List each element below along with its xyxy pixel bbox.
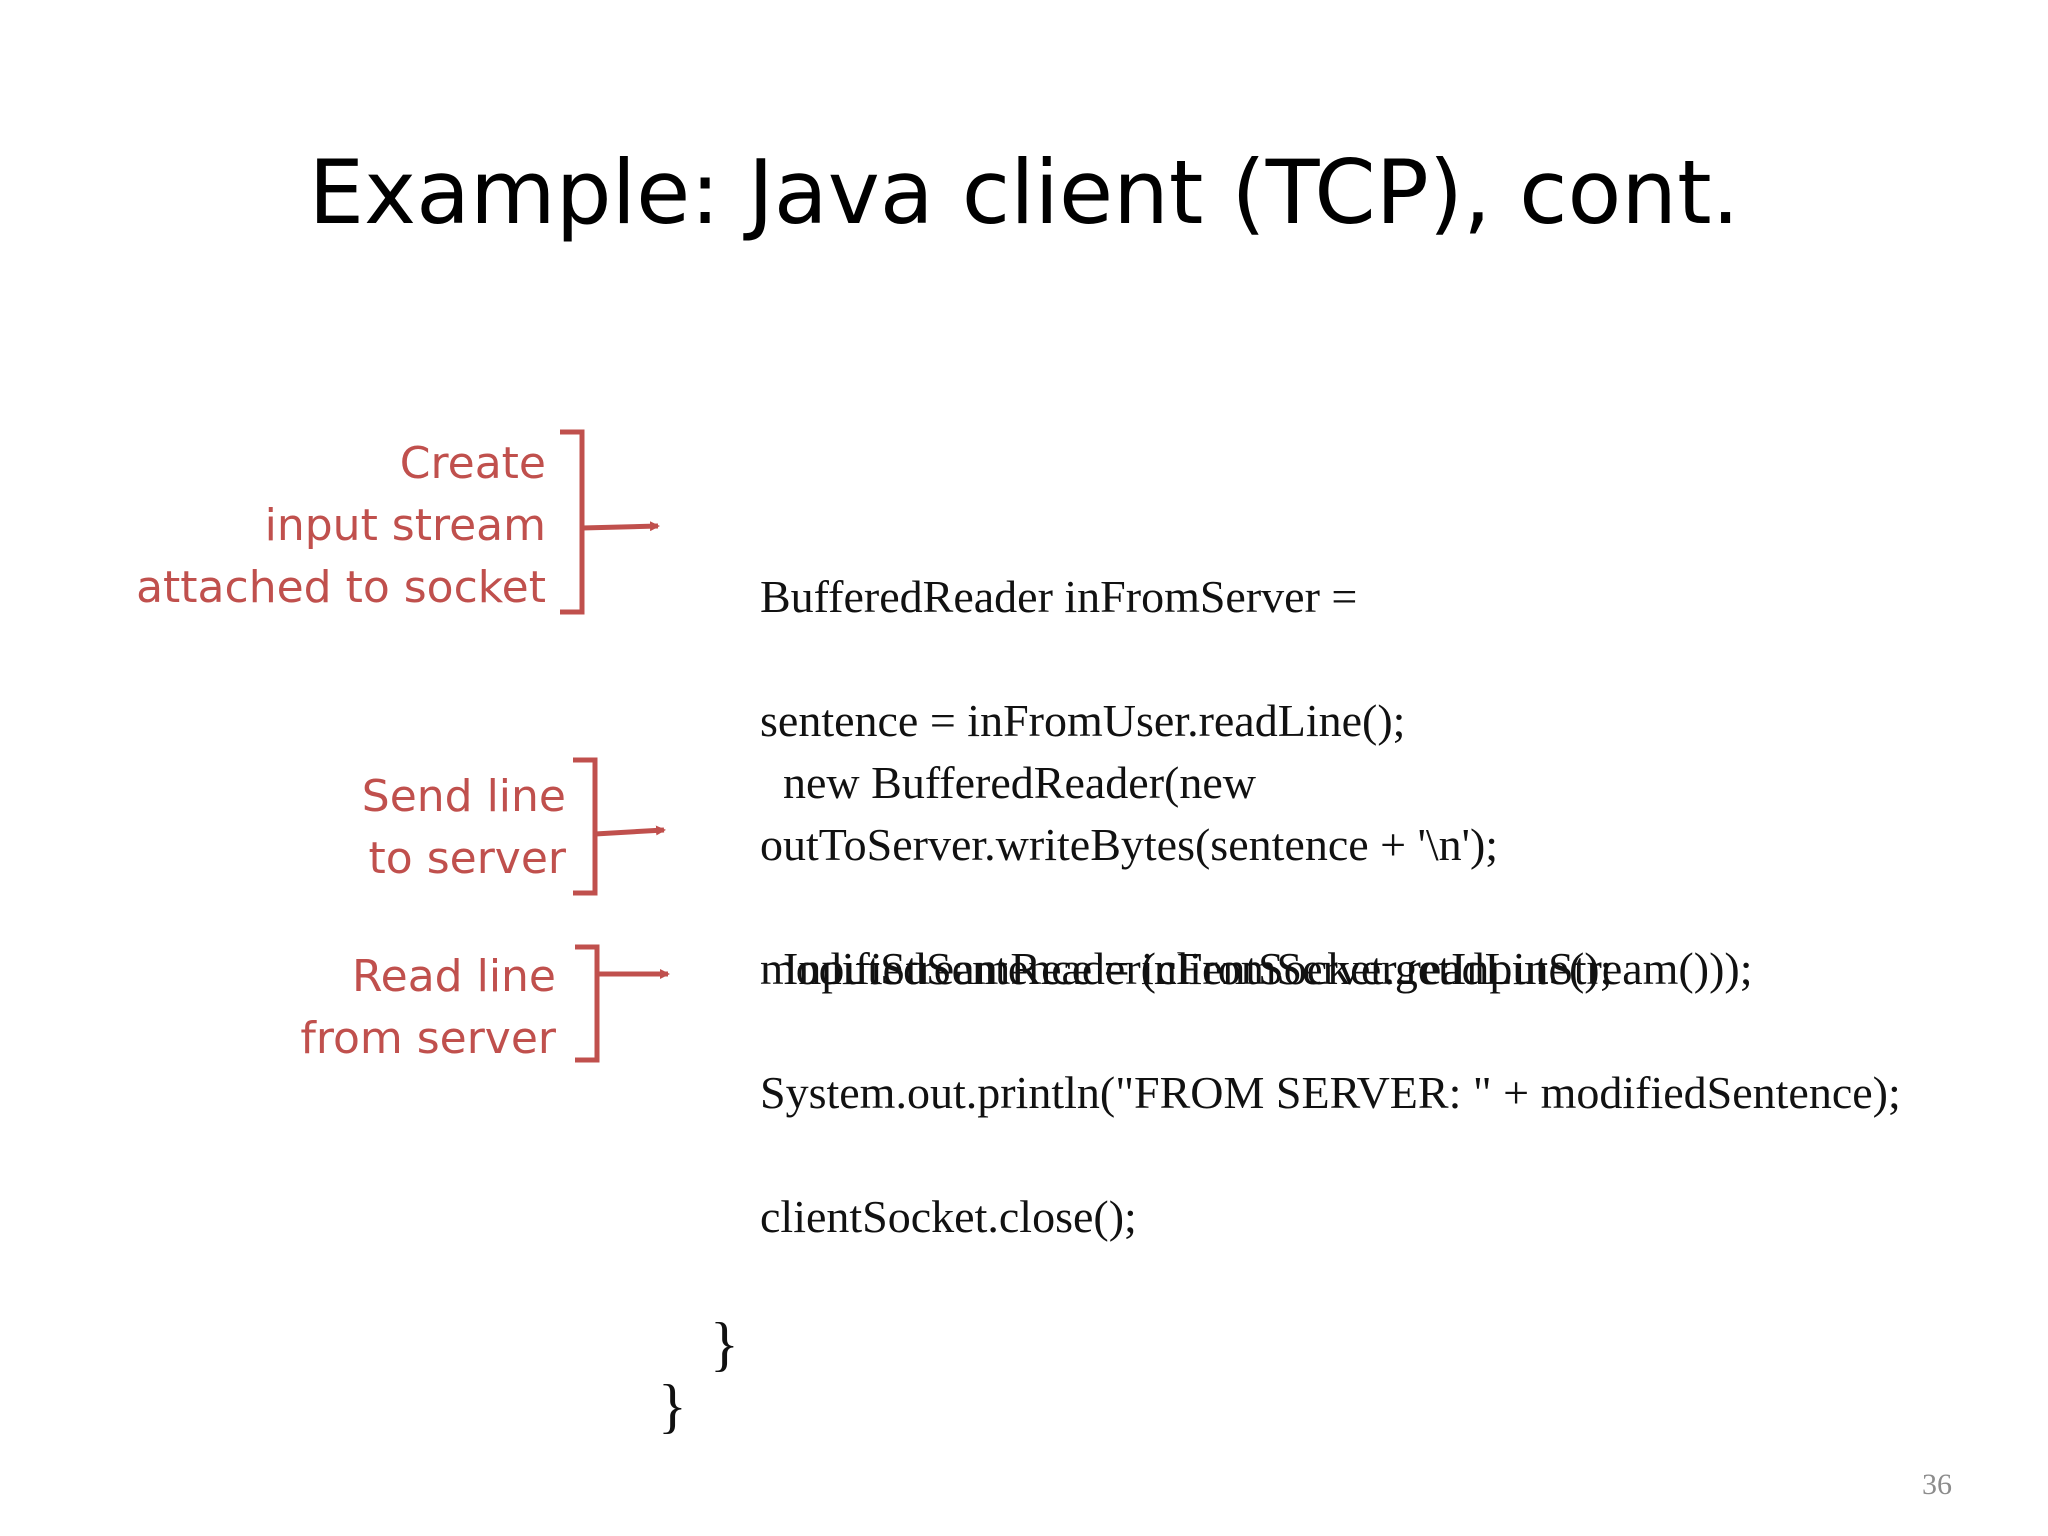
closing-brace-outer: } <box>658 1373 687 1439</box>
annotation-line: attached to socket <box>136 562 546 613</box>
annotation-line: to server <box>368 833 566 884</box>
annotation-send-line: Send line to server <box>362 766 566 890</box>
code-line: InputStreamReader(clientSocket.getInputS… <box>760 943 1753 994</box>
annotation-read-line: Read line from server <box>300 946 556 1070</box>
annotation-line: input stream <box>264 500 546 551</box>
slide-title: Example: Java client (TCP), cont. <box>308 141 1740 244</box>
code-line-write: outToServer.writeBytes(sentence + '\n'); <box>760 819 1499 870</box>
code-block-input-stream: BufferedReader inFromServer = new Buffer… <box>760 442 1752 1124</box>
annotation-line: from server <box>300 1013 556 1064</box>
annotation-line: Create <box>399 438 546 489</box>
closing-brace-inner: } <box>710 1311 739 1377</box>
code-line: BufferedReader inFromServer = <box>760 571 1358 622</box>
annotation-line: Read line <box>352 951 556 1002</box>
bracket-send-line <box>573 757 666 896</box>
code-line-println: System.out.println("FROM SERVER: " + mod… <box>760 1067 1901 1118</box>
annotation-create-input-stream: Create input stream attached to socket <box>136 433 546 619</box>
page-number: 36 <box>1922 1468 1952 1501</box>
bracket-create-input-stream <box>560 429 660 615</box>
code-line-close: clientSocket.close(); <box>760 1191 1137 1242</box>
code-line-readline: sentence = inFromUser.readLine(); <box>760 695 1406 746</box>
code-line-modified: modifiedSentence = inFromServer.readLine… <box>760 943 1613 994</box>
bracket-read-line <box>575 944 670 1063</box>
code-line: new BufferedReader(new <box>760 757 1256 808</box>
annotation-line: Send line <box>361 771 566 822</box>
